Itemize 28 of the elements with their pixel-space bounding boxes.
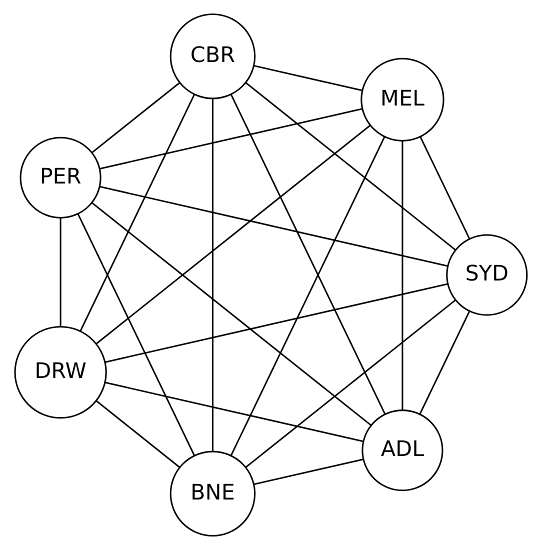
node-circle: BNE xyxy=(169,450,256,537)
connector xyxy=(91,202,371,426)
connector xyxy=(401,141,403,410)
connector xyxy=(253,458,363,485)
connector xyxy=(418,310,470,414)
connector xyxy=(91,82,180,154)
node-circle: ADL xyxy=(361,410,443,492)
node-circle: CBR xyxy=(169,13,256,100)
connector xyxy=(99,108,362,170)
node-circle: MEL xyxy=(360,58,444,142)
connector xyxy=(230,136,385,456)
connector xyxy=(419,136,470,239)
connector xyxy=(104,283,448,363)
connector xyxy=(244,82,456,251)
connector xyxy=(244,299,456,468)
connector xyxy=(253,65,362,92)
node-circle: SYD xyxy=(446,234,528,316)
connector xyxy=(104,382,363,442)
connector xyxy=(76,214,195,456)
connector xyxy=(99,186,448,267)
connector xyxy=(96,124,370,344)
connector xyxy=(211,98,213,452)
connector xyxy=(79,94,195,332)
node-circle: DRW xyxy=(14,326,106,419)
connector xyxy=(95,400,180,468)
connector xyxy=(59,218,61,327)
node-circle: PER xyxy=(19,136,101,218)
connector xyxy=(230,94,386,414)
